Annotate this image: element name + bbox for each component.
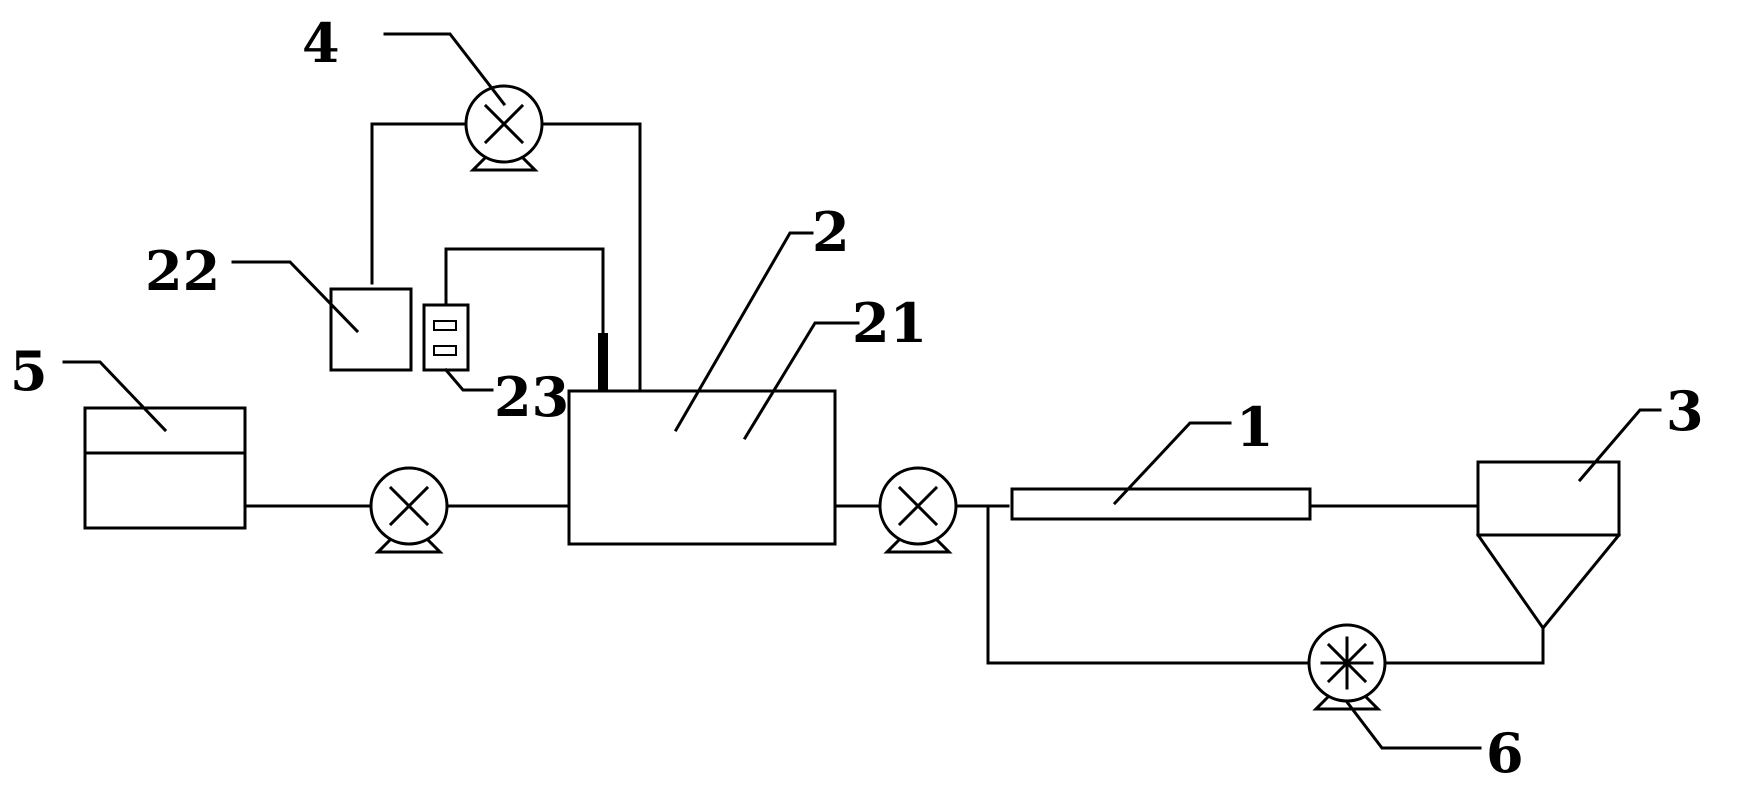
pipe-top-pump-to-main-tank — [540, 122, 642, 422]
leader-1 — [1112, 421, 1232, 506]
sensor-probe — [598, 333, 608, 411]
transfer-pump — [878, 466, 958, 554]
leader-6 — [1344, 699, 1482, 750]
settler — [1475, 460, 1622, 631]
controller-signal-line — [444, 247, 605, 392]
pipe-return-line — [986, 504, 1309, 665]
leader-5 — [62, 360, 168, 433]
label-return-pump: 6 — [1486, 721, 1524, 785]
pipe-dosing-to-top-pump — [370, 122, 468, 285]
label-feed-tank: 5 — [10, 339, 48, 403]
piping — [243, 122, 1545, 665]
leader-21 — [742, 321, 860, 441]
leader-22 — [231, 260, 360, 334]
tube-reactor — [1010, 487, 1312, 521]
label-main-tank: 2 — [812, 200, 850, 264]
feed-pump — [369, 466, 449, 554]
main-tank — [567, 389, 837, 546]
leader-lines — [62, 32, 1662, 750]
controller-unit — [422, 303, 470, 372]
label-dosing-box: 22 — [145, 239, 220, 303]
feed-tank — [83, 406, 247, 530]
label-top-pump: 4 — [302, 11, 340, 75]
dosing-box — [329, 287, 413, 372]
label-settler: 3 — [1666, 379, 1704, 443]
top-pump — [464, 84, 544, 172]
leader-4 — [383, 32, 507, 107]
return-pump — [1307, 623, 1387, 711]
label-tube-reactor: 1 — [1236, 395, 1274, 459]
label-tank-interior: 21 — [852, 291, 927, 355]
leader-2 — [673, 231, 814, 433]
label-controller: 23 — [494, 365, 569, 429]
leader-3 — [1577, 408, 1662, 483]
pipe-settler-outlet — [1385, 626, 1545, 665]
leader-23 — [443, 367, 494, 392]
